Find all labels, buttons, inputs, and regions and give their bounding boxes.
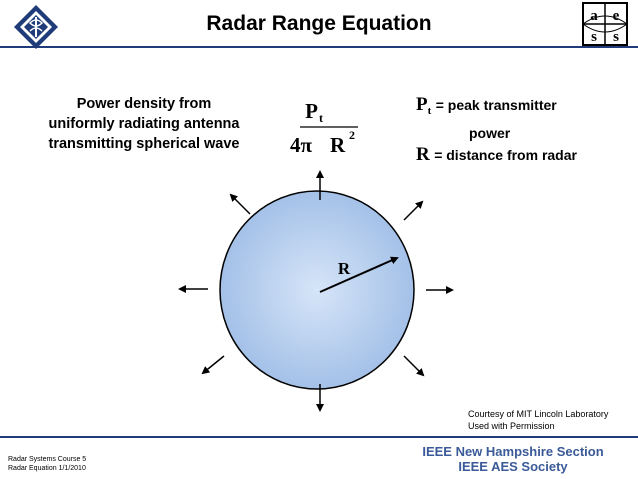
legend-pt-text: = peak transmitter <box>435 97 557 113</box>
aess-letter: s <box>591 29 597 45</box>
aess-letter: e <box>613 8 620 24</box>
power-density-description: Power density from uniformly radiating a… <box>28 94 260 154</box>
description-line: transmitting spherical wave <box>48 136 240 152</box>
footer-organization: IEEE New Hampshire Section IEEE AES Soci… <box>408 444 618 474</box>
legend-pt-text-cont: power <box>469 125 511 142</box>
formula-denominator-var: R <box>330 133 346 157</box>
radiation-arrow-up-left <box>229 193 251 215</box>
radius-arrow <box>319 256 399 293</box>
radiation-arrow-down-left <box>201 355 225 375</box>
legend-row-pt: Pt = peak transmitter <box>416 94 631 122</box>
footer-divider <box>0 436 638 438</box>
legend-row-r: R = distance from radar <box>416 144 631 167</box>
formula-denominator-prefix: 4π <box>290 133 313 157</box>
footer-course-line: Radar Equation 1/1/2010 <box>8 465 86 472</box>
radius-label: R <box>338 259 351 278</box>
formula-numerator: P <box>305 99 318 123</box>
description-line: uniformly radiating antenna <box>48 116 240 132</box>
credit-line: Courtesy of MIT Lincoln Laboratory <box>468 409 609 419</box>
image-credit: Courtesy of MIT Lincoln Laboratory Used … <box>468 408 608 432</box>
radiation-arrow-down-right <box>403 355 425 377</box>
radiation-arrow-up-right <box>403 200 424 221</box>
aess-logo: a e s s <box>582 2 628 46</box>
footer-course-info: Radar Systems Course 5 Radar Equation 1/… <box>8 455 86 473</box>
legend-pt-subscript: t <box>427 105 432 118</box>
variable-legend: Pt = peak transmitter power R = distance… <box>416 94 631 167</box>
footer-org-line: IEEE AES Society <box>458 459 568 474</box>
power-density-formula: P t 4π R 2 <box>290 99 358 157</box>
description-line: Power density from <box>76 96 212 112</box>
ieee-logo <box>14 5 58 49</box>
aess-letter: s <box>613 29 619 45</box>
title-divider <box>0 46 638 48</box>
legend-r-text: = distance from radar <box>434 147 577 164</box>
aess-letter: a <box>590 8 598 24</box>
formula-exponent: 2 <box>349 128 355 142</box>
legend-pt-symbol: P <box>416 94 428 115</box>
credit-line: Used with Permission <box>468 421 555 431</box>
footer-org-line: IEEE New Hampshire Section <box>422 444 604 459</box>
legend-r-symbol: R <box>416 144 430 166</box>
formula-numerator-subscript: t <box>319 111 323 125</box>
sphere <box>219 190 415 390</box>
footer-course-line: Radar Systems Course 5 <box>8 456 87 463</box>
slide-title: Radar Range Equation <box>206 12 432 35</box>
